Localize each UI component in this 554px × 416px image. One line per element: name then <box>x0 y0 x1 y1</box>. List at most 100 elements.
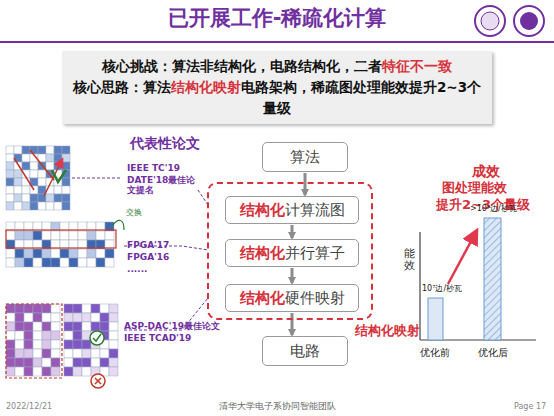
matrix-cell <box>6 186 14 194</box>
node-text: 结构化 <box>240 289 285 308</box>
matrix-cell <box>51 322 60 331</box>
matrix-cell <box>91 313 100 322</box>
matrix-cell <box>6 162 14 170</box>
matrix-cell <box>51 349 60 358</box>
matrix-cell <box>78 231 87 240</box>
matrix-cell <box>6 313 15 322</box>
matrix-cell <box>62 162 70 170</box>
matrix-cell <box>100 322 109 331</box>
matrix-cell <box>42 258 51 267</box>
matrix-cell <box>51 340 60 349</box>
matrix-cell <box>22 202 30 210</box>
matrix-cell <box>6 258 15 267</box>
matrix-cell <box>64 304 73 313</box>
annotation-text: FPGA'17 <box>127 240 169 250</box>
matrix-cell <box>91 358 100 367</box>
matrix-cell <box>64 331 73 340</box>
matrix-cell <box>54 186 62 194</box>
matrix-cell <box>60 231 69 240</box>
matrix-cell <box>42 249 51 258</box>
matrix-cell <box>87 249 96 258</box>
matrix-cell <box>64 313 73 322</box>
matrix-cell <box>69 258 78 267</box>
matrix-cell <box>24 304 33 313</box>
matrix-cell <box>15 340 24 349</box>
efficiency-chart <box>420 218 536 340</box>
matrix-cell <box>6 340 15 349</box>
matrix-cell <box>100 349 109 358</box>
matrix-cell <box>73 322 82 331</box>
paper-leaders <box>72 178 208 330</box>
matrix-cell <box>24 231 33 240</box>
matrix-cell <box>73 331 82 340</box>
matrix-cell <box>73 358 82 367</box>
matrix-cell <box>6 331 15 340</box>
matrix-cell <box>30 194 38 202</box>
matrix-cell <box>42 322 51 331</box>
annotation-text: ASP-DAC'19最佳论文 <box>124 321 220 331</box>
mapping-region: 结构化映射结构化计算流图结构化并行算子结构化硬件映射 <box>207 182 373 320</box>
node-text: 计算流图 <box>285 201 345 220</box>
footer-text: 清华大学电子系协同智能团队 <box>219 401 336 411</box>
matrix-cell <box>30 202 38 210</box>
matrix-cell <box>82 304 91 313</box>
matrix-cell <box>51 249 60 258</box>
matrix-cell <box>24 340 33 349</box>
matrix-cell <box>30 170 38 178</box>
node-text: 特征不一致 <box>382 58 452 74</box>
annotation-text: 优化前 <box>420 347 450 359</box>
matrix-cell <box>6 194 14 202</box>
matrix-cell <box>64 322 73 331</box>
matrix-cell <box>33 258 42 267</box>
matrix-cell <box>82 349 91 358</box>
annotation-text: IEEE TC'19 <box>127 163 180 173</box>
matrix-cell <box>33 249 42 258</box>
annotation-text: 成效 <box>472 163 500 179</box>
matrix-cell <box>73 304 82 313</box>
matrix-cell <box>62 186 70 194</box>
process-box: 结构化计算流图 <box>225 196 359 224</box>
matrix-cell <box>54 194 62 202</box>
matrix-cell <box>69 231 78 240</box>
matrix-cell <box>51 331 60 340</box>
matrix-cell <box>73 313 82 322</box>
matrix-cell <box>30 162 38 170</box>
node-text: 电路 <box>290 342 320 361</box>
annotation-text: ...... <box>127 264 148 274</box>
matrix-cell <box>42 331 51 340</box>
matrix-cell <box>14 202 22 210</box>
matrix-cell <box>82 367 91 376</box>
matrix-cell <box>109 367 118 376</box>
flow-arrow <box>291 268 294 283</box>
matrix-cell <box>62 154 70 162</box>
matrix-cell <box>6 249 15 258</box>
matrix-cell <box>15 231 24 240</box>
matrix-illustrations <box>6 146 118 376</box>
matrix-cell <box>22 146 30 154</box>
matrix-cell <box>73 367 82 376</box>
matrix-cell <box>82 340 91 349</box>
matrix-cell <box>14 186 22 194</box>
matrix-cell <box>22 154 30 162</box>
matrix-cell <box>38 146 46 154</box>
matrix-cell <box>42 349 51 358</box>
matrix-cell <box>109 340 118 349</box>
matrix-cell <box>105 258 114 267</box>
core-idea-box: 核心挑战：算法非结构化，电路结构化，二者特征不一致核心思路：算法结构化映射电路架… <box>62 51 492 124</box>
matrix-cell <box>64 358 73 367</box>
node-text: 算法 <box>290 148 320 167</box>
matrix-cell <box>24 322 33 331</box>
matrix-cell <box>64 367 73 376</box>
matrix-cell <box>105 249 114 258</box>
matrix-cell <box>24 358 33 367</box>
process-box: 结构化硬件映射 <box>225 284 359 312</box>
region-heading: 结构化映射 <box>355 322 420 340</box>
annotation-text: DATE'18最佳论文提名 <box>127 175 199 196</box>
matrix-cell <box>33 331 42 340</box>
matrix-cell <box>91 349 100 358</box>
matrix-cell <box>73 349 82 358</box>
matrix-cell <box>24 249 33 258</box>
annotation-text: 代表性论文 <box>130 135 200 151</box>
flow-arrow <box>291 313 294 335</box>
matrix-cell <box>78 249 87 258</box>
